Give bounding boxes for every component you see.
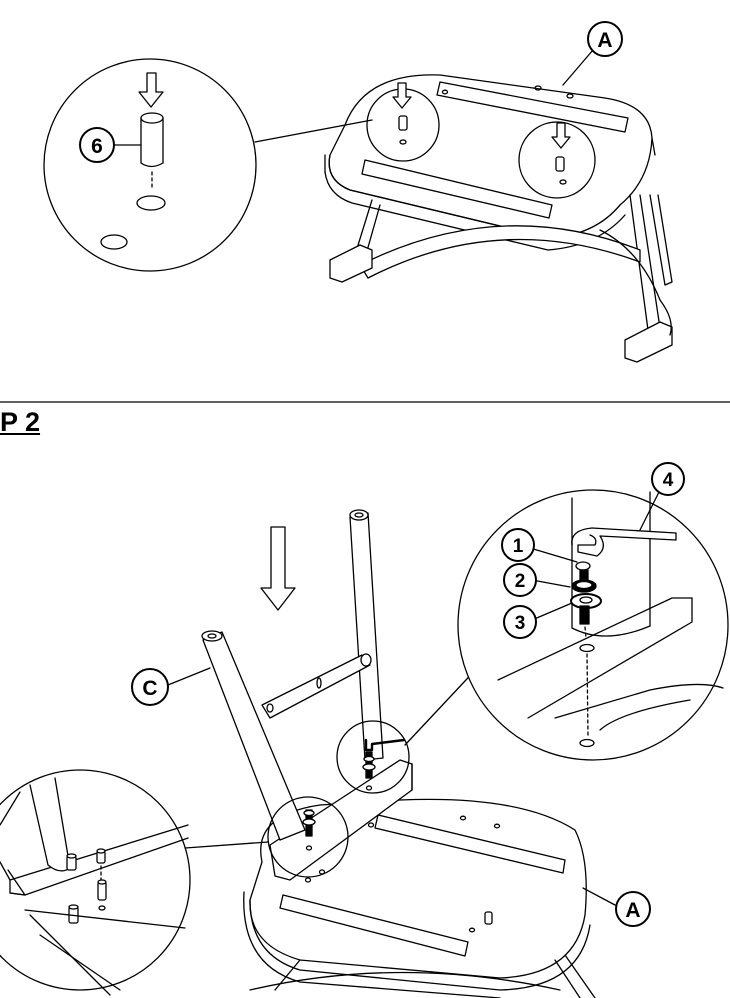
step2-seat-illustration bbox=[201, 509, 596, 998]
step1-detail-circle bbox=[43, 58, 257, 272]
callout-a-bottom: A bbox=[582, 887, 651, 927]
bolt-icon bbox=[302, 809, 316, 837]
down-arrow-icon bbox=[551, 122, 571, 149]
bolt-icon bbox=[579, 569, 590, 625]
down-arrow-icon bbox=[260, 526, 296, 611]
callout-4-label: 4 bbox=[663, 470, 674, 491]
callout-2: 2 bbox=[503, 563, 537, 597]
callout-6: 6 bbox=[79, 127, 115, 163]
dowel-icon bbox=[96, 848, 106, 864]
dowel-icon bbox=[97, 879, 107, 901]
detail-connector bbox=[404, 664, 481, 746]
down-arrow-icon bbox=[392, 82, 412, 109]
detail-connector bbox=[254, 119, 373, 143]
callout-6-label: 6 bbox=[91, 135, 103, 158]
dowel-icon bbox=[66, 853, 77, 871]
callout-a-top-label: A bbox=[597, 29, 612, 52]
callout-a-top: A bbox=[562, 21, 623, 86]
callout-3: 3 bbox=[503, 605, 537, 639]
callout-c-label: C bbox=[142, 677, 157, 700]
step1-seat-illustration bbox=[324, 74, 673, 363]
bolt-icon bbox=[362, 751, 376, 779]
callout-1-label: 1 bbox=[513, 536, 524, 557]
callout-2-label: 2 bbox=[515, 571, 526, 592]
step2-dowel-detail-circle bbox=[0, 767, 191, 998]
step2-bolt-detail-circle bbox=[457, 489, 729, 761]
dowel-icon bbox=[68, 904, 79, 924]
down-arrow-icon bbox=[138, 72, 164, 108]
detail-connector bbox=[184, 841, 269, 849]
callout-3-label: 3 bbox=[515, 613, 526, 634]
washer-icon bbox=[571, 579, 597, 593]
step-2-heading: P 2 bbox=[0, 407, 41, 437]
washer-icon bbox=[575, 561, 591, 571]
hex-key-icon bbox=[571, 527, 677, 557]
callout-1: 1 bbox=[501, 528, 535, 562]
callout-a-bottom-label: A bbox=[625, 899, 640, 922]
callout-c: C bbox=[131, 667, 211, 706]
callout-4: 4 bbox=[651, 462, 685, 496]
dowel-icon bbox=[140, 112, 164, 168]
